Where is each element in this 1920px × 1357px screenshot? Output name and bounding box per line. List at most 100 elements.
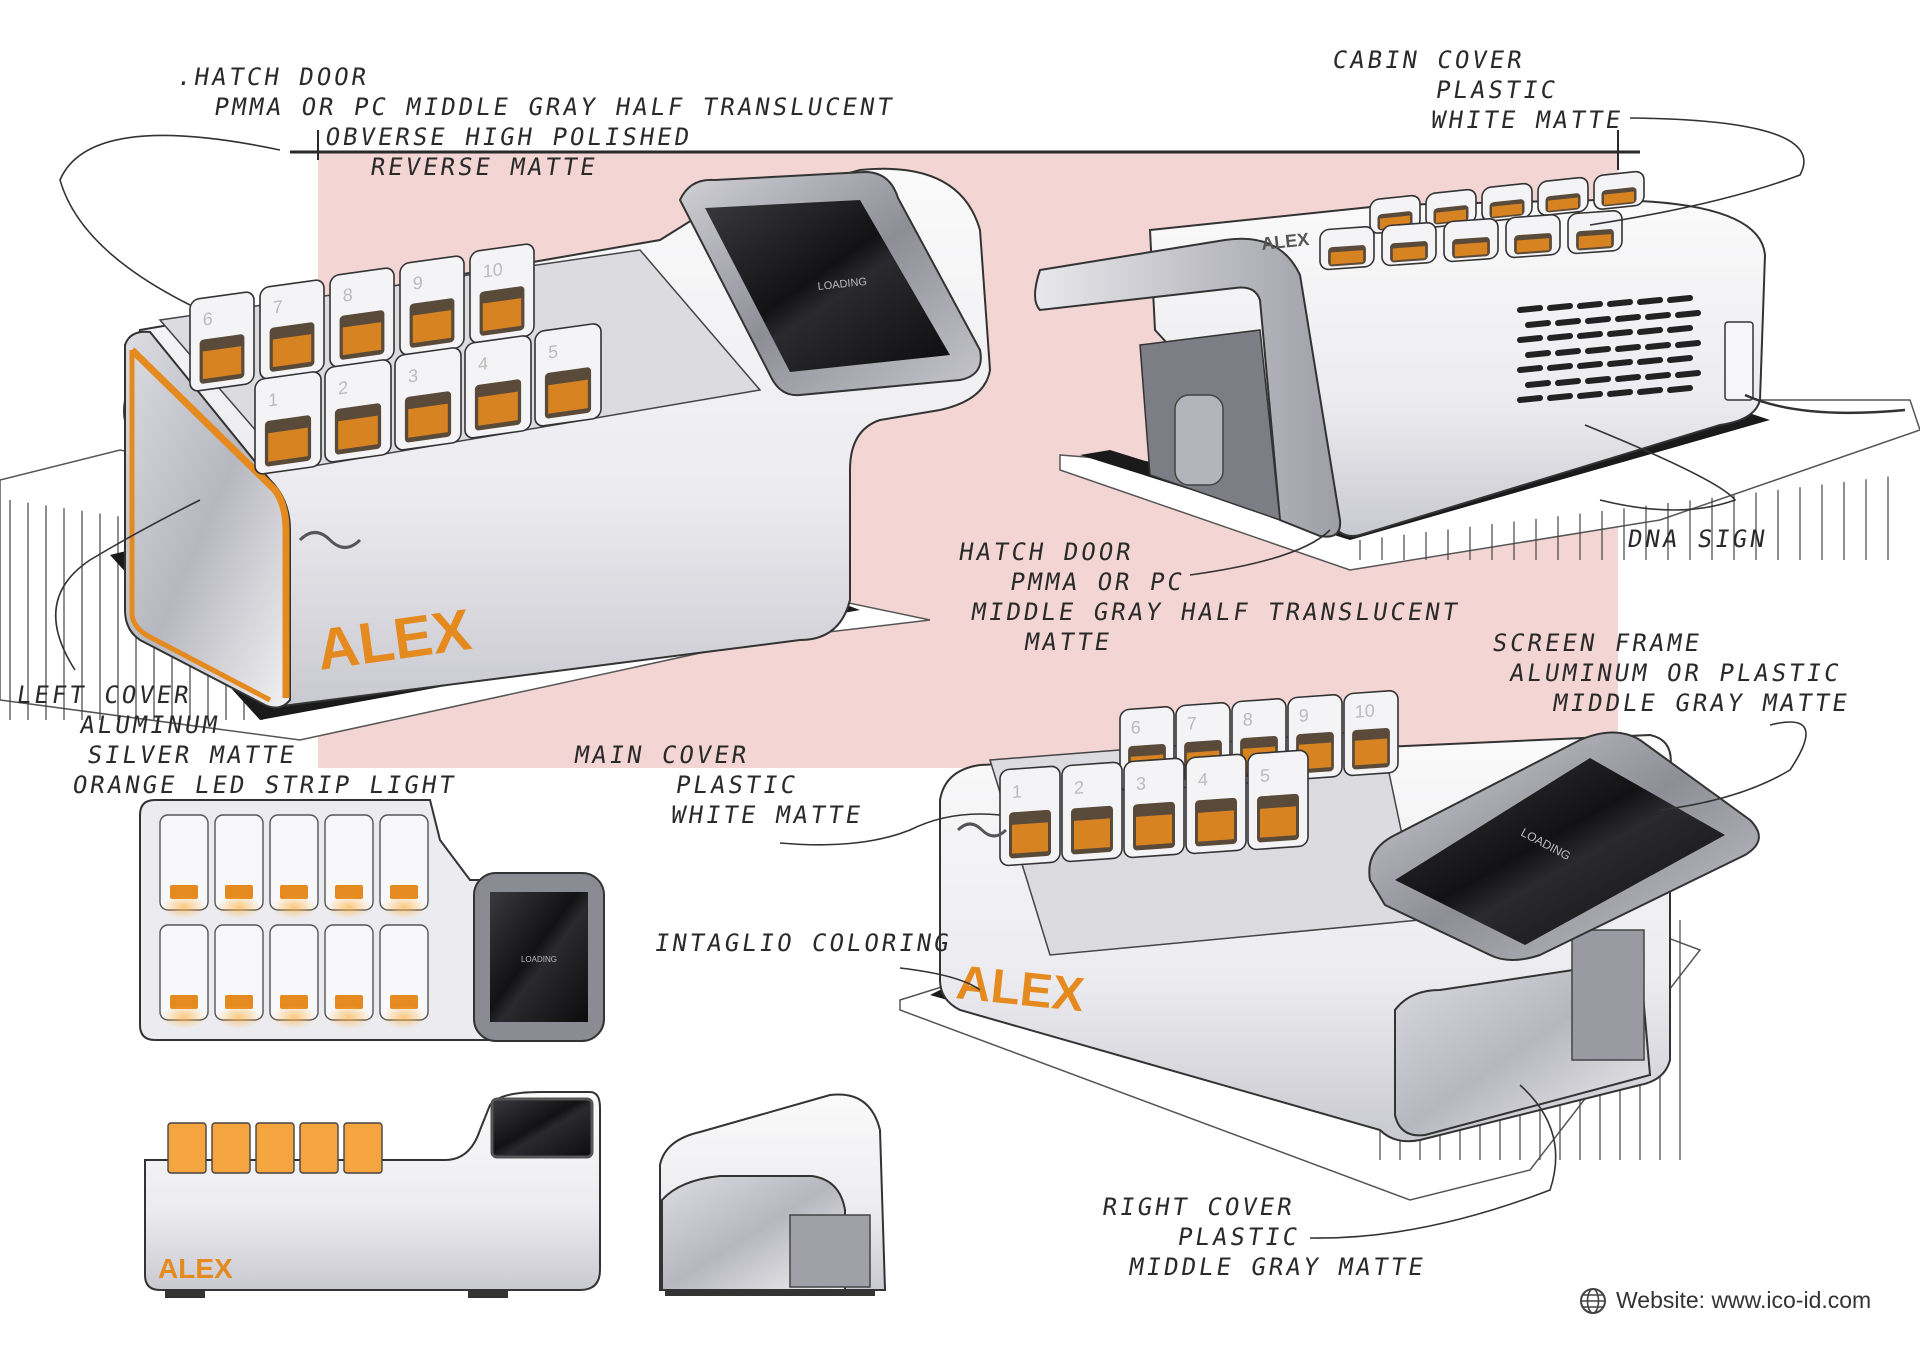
callout-line: PMMA OR PC MIDDLE GRAY HALF TRANSLUCENT bbox=[212, 93, 898, 121]
hatch-door-glow bbox=[1136, 814, 1172, 846]
callout-line: LEFT COVER bbox=[14, 681, 194, 709]
hatch-door-glow bbox=[338, 415, 378, 450]
hatch-door: 1 bbox=[999, 765, 1061, 867]
hatch-door-glow bbox=[408, 403, 448, 438]
screen-front bbox=[1395, 758, 1725, 945]
slot-number: 6 bbox=[203, 308, 213, 329]
left-cover bbox=[124, 330, 291, 709]
hatch-door: 4 bbox=[1185, 753, 1247, 855]
leader-main-cover bbox=[779, 813, 1001, 846]
vent-slot bbox=[1547, 393, 1573, 401]
top-view: LOADING bbox=[139, 799, 605, 1042]
top-view-screen bbox=[490, 892, 588, 1022]
top-view-cartridge-glow bbox=[217, 1005, 261, 1029]
callout-line: ALUMINUM bbox=[78, 711, 223, 739]
vent-slot bbox=[1555, 348, 1581, 356]
vent-slot bbox=[1555, 378, 1581, 386]
hatch-door bbox=[1537, 176, 1589, 216]
callout-line: MIDDLE GRAY MATTE bbox=[1127, 1253, 1429, 1281]
hatch-door: 4 bbox=[464, 335, 532, 439]
callout-right-cover: RIGHT COVER PLASTIC MIDDLE GRAY MATTE bbox=[1091, 1192, 1438, 1282]
vent-slot bbox=[1577, 331, 1603, 339]
callout-hatch-door-mid: HATCH DOOR PMMA OR PC MIDDLE GRAY HALF T… bbox=[942, 537, 1472, 657]
slot-number: 4 bbox=[478, 353, 488, 374]
hatch-door-glow bbox=[548, 379, 588, 414]
slot-number: 9 bbox=[1299, 705, 1309, 726]
top-view-cartridge-glow bbox=[162, 895, 206, 919]
callout-line: SCREEN FRAME bbox=[1490, 629, 1705, 657]
hatch-door: 8 bbox=[329, 267, 395, 368]
top-view-cartridge-light bbox=[170, 885, 198, 899]
callout-dna-sign: DNA SIGN bbox=[1626, 524, 1770, 554]
top-view-cartridge-light bbox=[335, 995, 363, 1009]
slot-number: 6 bbox=[1131, 717, 1141, 738]
hatch-door-glow bbox=[1436, 209, 1466, 223]
vent-slot bbox=[1607, 389, 1633, 397]
callout-screen-frame: SCREEN FRAME ALUMINUM OR PLASTIC MIDDLE … bbox=[1481, 628, 1862, 718]
cabin-canister bbox=[1174, 394, 1224, 486]
vent-slot bbox=[1525, 380, 1551, 388]
vent-slot bbox=[1667, 385, 1693, 393]
front-view-screen bbox=[490, 1097, 594, 1159]
hatch-door-glow bbox=[1260, 806, 1296, 838]
callout-line: MIDDLE GRAY MATTE bbox=[1551, 689, 1853, 717]
vent-slot bbox=[1645, 312, 1671, 320]
top-view-cartridge-glow bbox=[327, 895, 371, 919]
callout-left-cover: LEFT COVER ALUMINUM SILVER MATTE ORANGE … bbox=[0, 680, 473, 800]
hatch-door: 5 bbox=[1247, 749, 1309, 851]
front-view: ALEX bbox=[144, 1091, 601, 1298]
top-view-cartridge-glow bbox=[327, 1005, 371, 1029]
power-port bbox=[1724, 321, 1754, 401]
dna-sign-main bbox=[298, 531, 362, 549]
top-view-cartridge-glow bbox=[382, 1005, 426, 1029]
hatch-door-glow bbox=[1604, 191, 1634, 205]
top-view-cartridge-glow bbox=[217, 895, 261, 919]
power-cable bbox=[1744, 393, 1906, 415]
callout-line: REVERSE MATTE bbox=[368, 153, 600, 181]
callout-line: CABIN COVER bbox=[1330, 46, 1527, 74]
vent-slot bbox=[1615, 314, 1641, 322]
vent-slot bbox=[1547, 333, 1573, 341]
callout-leaders bbox=[54, 117, 1807, 1239]
hatch-door: 2 bbox=[324, 359, 392, 463]
front-view-alex-logo: ALEX bbox=[158, 1253, 233, 1284]
slot-number: 10 bbox=[483, 259, 503, 282]
hatch-door bbox=[1567, 210, 1623, 255]
vent-slot bbox=[1547, 303, 1573, 311]
hatch-door bbox=[1319, 226, 1375, 271]
vent-slot bbox=[1667, 325, 1693, 333]
top-view-hatch-doors bbox=[159, 814, 429, 1029]
hatch-door bbox=[1505, 214, 1561, 259]
top-view-cartridge-light bbox=[170, 995, 198, 1009]
vent-slot bbox=[1517, 305, 1543, 313]
callout-line: PMMA OR PC bbox=[1008, 568, 1188, 596]
front-view-foot-right bbox=[468, 1290, 508, 1298]
callout-line: HATCH DOOR bbox=[956, 538, 1136, 566]
vent-slot bbox=[1615, 344, 1641, 352]
hatch-doors-rear bbox=[1319, 170, 1645, 271]
hatch-door bbox=[1593, 170, 1645, 210]
orange-led-strip bbox=[129, 347, 290, 698]
top-view-cartridge-glow bbox=[272, 1005, 316, 1029]
callout-line: ALUMINUM OR PLASTIC bbox=[1507, 659, 1844, 687]
hatch-door-glow bbox=[412, 310, 452, 344]
vent-slot bbox=[1577, 391, 1603, 399]
hatch-door: 10 bbox=[1343, 690, 1399, 777]
front-view-cartridge bbox=[299, 1122, 339, 1174]
hatch-door-glow bbox=[1578, 234, 1612, 249]
website-text[interactable]: Website: www.ico-id.com bbox=[1616, 1287, 1872, 1313]
vent-slot bbox=[1637, 357, 1663, 365]
vent-slot bbox=[1607, 329, 1633, 337]
front-view-body bbox=[144, 1091, 601, 1291]
hatch-door bbox=[1481, 182, 1533, 222]
right-cover-opening bbox=[1571, 929, 1645, 1061]
slot-number: 2 bbox=[1074, 777, 1084, 798]
slot-number: 1 bbox=[1012, 781, 1022, 802]
top-view-cartridge-light bbox=[225, 885, 253, 899]
hatch-door-glow bbox=[1548, 197, 1578, 211]
top-view-cartridge-light bbox=[390, 885, 418, 899]
hatch-door-glow bbox=[1012, 822, 1048, 854]
slot-number: 8 bbox=[1243, 709, 1253, 730]
